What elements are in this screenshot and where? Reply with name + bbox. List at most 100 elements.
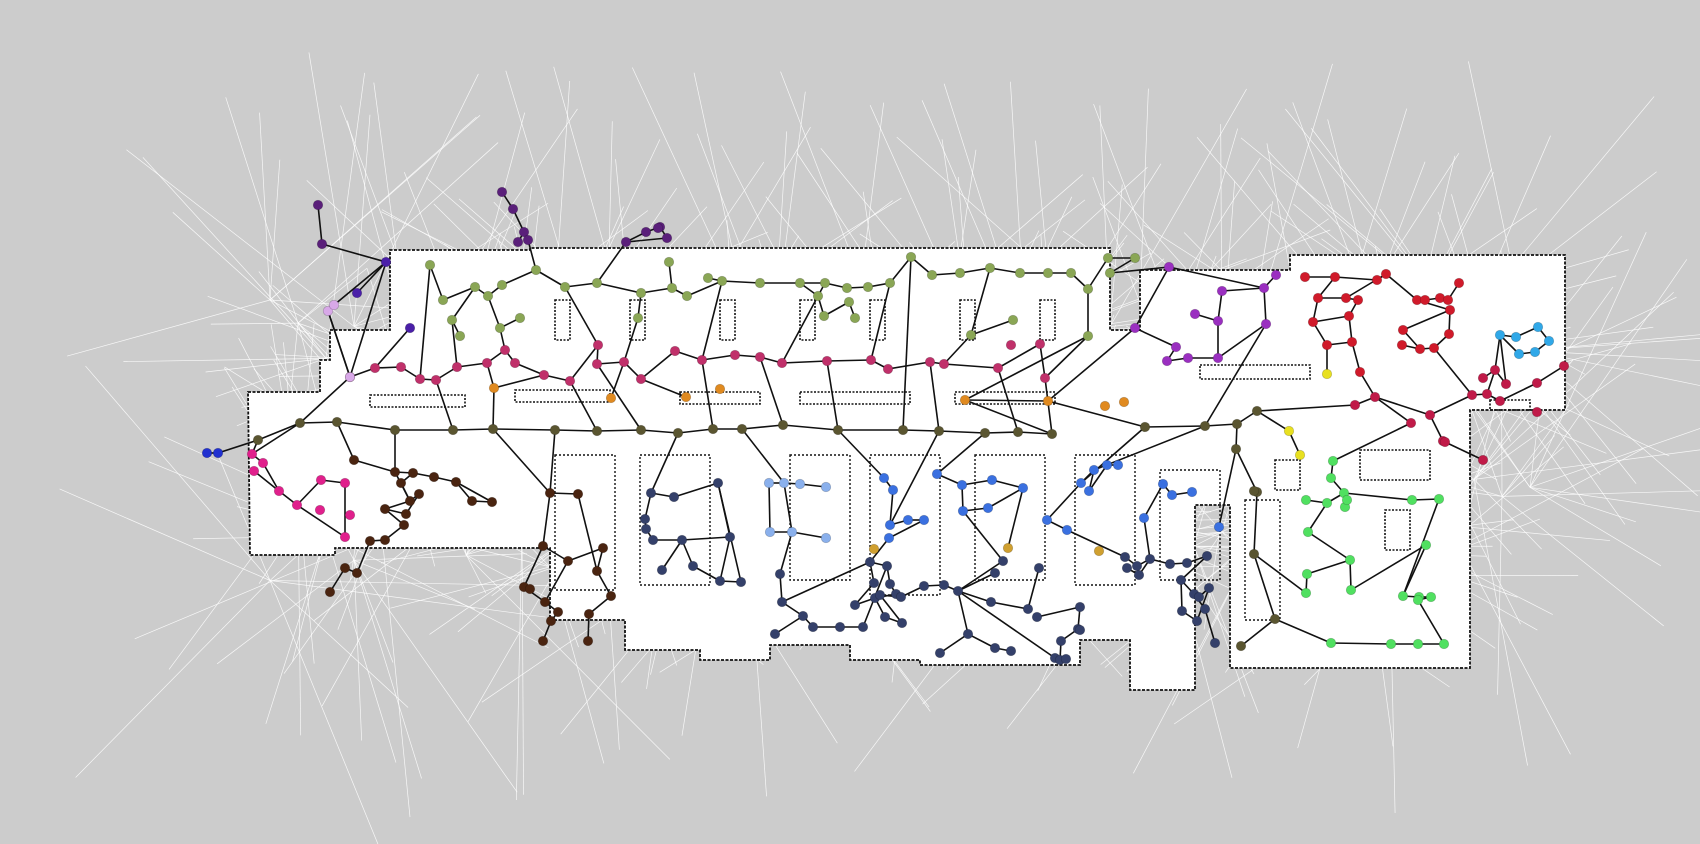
graph-node-crimson[interactable] xyxy=(1494,395,1506,407)
graph-node-lime[interactable] xyxy=(1082,283,1094,295)
graph-node-cyan[interactable] xyxy=(1494,329,1506,341)
graph-node-crimson[interactable] xyxy=(1558,360,1570,372)
graph-node-olive[interactable] xyxy=(1231,418,1243,430)
graph-node-purple[interactable] xyxy=(640,226,652,238)
graph-node-navy[interactable] xyxy=(1121,562,1133,574)
graph-node-red[interactable] xyxy=(1419,294,1431,306)
graph-node-sky[interactable] xyxy=(902,514,914,526)
graph-node-yellow[interactable] xyxy=(1283,425,1295,437)
graph-node-green[interactable] xyxy=(1321,497,1333,509)
graph-node-green[interactable] xyxy=(1302,526,1314,538)
graph-node-crimson[interactable] xyxy=(1531,406,1543,418)
graph-node-magenta[interactable] xyxy=(776,357,788,369)
graph-node-green[interactable] xyxy=(1438,638,1450,650)
graph-node-navy[interactable] xyxy=(1209,637,1221,649)
graph-node-green[interactable] xyxy=(1300,587,1312,599)
graph-node-green[interactable] xyxy=(1300,494,1312,506)
graph-node-orange[interactable] xyxy=(1042,395,1054,407)
graph-node-sky[interactable] xyxy=(1138,512,1150,524)
graph-node-brown[interactable] xyxy=(351,567,363,579)
graph-node-sky[interactable] xyxy=(982,502,994,514)
graph-node-orange[interactable] xyxy=(1099,400,1111,412)
graph-node-lime[interactable] xyxy=(1014,267,1026,279)
graph-node-navy[interactable] xyxy=(874,589,886,601)
graph-node-olive[interactable] xyxy=(979,427,991,439)
graph-node-navy[interactable] xyxy=(1201,550,1213,562)
graph-node-olive[interactable] xyxy=(777,419,789,431)
graph-node-green[interactable] xyxy=(1345,584,1357,596)
graph-node-pink[interactable] xyxy=(314,504,326,516)
graph-node-crimson[interactable] xyxy=(1489,364,1501,376)
graph-node-sky[interactable] xyxy=(884,519,896,531)
graph-node-lime[interactable] xyxy=(965,329,977,341)
graph-node-brown[interactable] xyxy=(591,565,603,577)
graph-node-green[interactable] xyxy=(1425,591,1437,603)
graph-node-olive[interactable] xyxy=(736,423,748,435)
graph-node-magenta[interactable] xyxy=(924,356,936,368)
graph-node-crimson[interactable] xyxy=(1500,378,1512,390)
graph-node-crimson[interactable] xyxy=(1405,417,1417,429)
graph-node-purple[interactable] xyxy=(312,199,324,211)
graph-node-red[interactable] xyxy=(1352,294,1364,306)
graph-node-violet[interactable] xyxy=(1189,308,1201,320)
graph-node-brown[interactable] xyxy=(450,476,462,488)
graph-node-green[interactable] xyxy=(1420,539,1432,551)
graph-node-sky[interactable] xyxy=(887,484,899,496)
graph-node-olive[interactable] xyxy=(832,424,844,436)
graph-node-olive[interactable] xyxy=(294,417,306,429)
graph-node-navy[interactable] xyxy=(668,491,680,503)
graph-node-red[interactable] xyxy=(1299,271,1311,283)
graph-node-olive[interactable] xyxy=(1046,428,1058,440)
graph-node-magenta[interactable] xyxy=(592,339,604,351)
graph-node-pink[interactable] xyxy=(291,499,303,511)
graph-node-lime[interactable] xyxy=(819,277,831,289)
graph-node-olive[interactable] xyxy=(707,423,719,435)
graph-node-olive[interactable] xyxy=(447,424,459,436)
graph-node-sky[interactable] xyxy=(1101,459,1113,471)
graph-node-gold[interactable] xyxy=(868,543,880,555)
graph-node-navy[interactable] xyxy=(1203,582,1215,594)
graph-node-pink[interactable] xyxy=(339,477,351,489)
graph-node-violet[interactable] xyxy=(1212,352,1224,364)
graph-node-orange[interactable] xyxy=(680,391,692,403)
graph-node-navy[interactable] xyxy=(997,555,1009,567)
graph-node-sky[interactable] xyxy=(1213,521,1225,533)
graph-node-lime[interactable] xyxy=(818,310,830,322)
graph-node-magenta[interactable] xyxy=(1039,372,1051,384)
graph-node-navy[interactable] xyxy=(797,610,809,622)
graph-node-magenta[interactable] xyxy=(992,362,1004,374)
graph-node-lime[interactable] xyxy=(494,322,506,334)
graph-node-navy[interactable] xyxy=(864,556,876,568)
graph-node-brown[interactable] xyxy=(486,496,498,508)
graph-node-navy[interactable] xyxy=(834,621,846,633)
graph-node-olive[interactable] xyxy=(591,425,603,437)
graph-node-olive[interactable] xyxy=(1235,640,1247,652)
graph-nodes[interactable] xyxy=(201,186,1570,666)
graph-node-magenta[interactable] xyxy=(729,349,741,361)
graph-node-magenta[interactable] xyxy=(430,374,442,386)
graph-node-navy[interactable] xyxy=(1060,653,1072,665)
graph-node-navy[interactable] xyxy=(1119,551,1131,563)
graph-node-sky[interactable] xyxy=(1083,485,1095,497)
graph-node-purple[interactable] xyxy=(522,234,534,246)
graph-node-navy[interactable] xyxy=(1193,591,1205,603)
graph-node-brown[interactable] xyxy=(583,608,595,620)
graph-node-lime[interactable] xyxy=(716,275,728,287)
graph-node-magenta[interactable] xyxy=(635,373,647,385)
graph-node-navy[interactable] xyxy=(676,534,688,546)
graph-node-sky[interactable] xyxy=(1017,482,1029,494)
graph-node-navy[interactable] xyxy=(656,564,668,576)
graph-node-navy[interactable] xyxy=(1033,562,1045,574)
graph-node-red[interactable] xyxy=(1371,274,1383,286)
graph-node-crimson[interactable] xyxy=(1477,454,1489,466)
graph-node-violet[interactable] xyxy=(1182,352,1194,364)
graph-node-violet[interactable] xyxy=(1163,261,1175,273)
graph-node-lime[interactable] xyxy=(632,312,644,324)
graph-node-lilac[interactable] xyxy=(344,371,356,383)
graph-node-lime[interactable] xyxy=(681,290,693,302)
graph-node-navy[interactable] xyxy=(1022,603,1034,615)
graph-node-purple[interactable] xyxy=(661,232,673,244)
graph-node-olive[interactable] xyxy=(1199,420,1211,432)
graph-node-green[interactable] xyxy=(1397,590,1409,602)
graph-node-green[interactable] xyxy=(1341,494,1353,506)
